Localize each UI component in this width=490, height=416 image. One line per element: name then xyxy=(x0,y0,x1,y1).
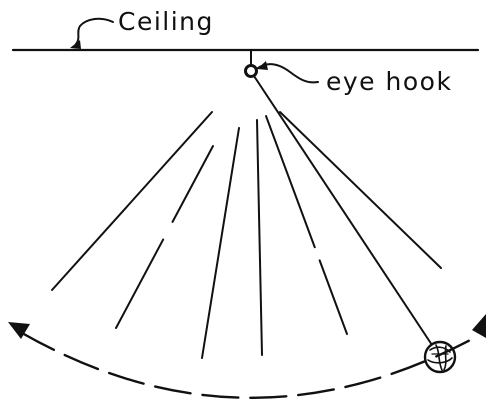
eye-hook-ring xyxy=(246,66,257,77)
swing-line-5 xyxy=(266,116,347,334)
swing-line-2 xyxy=(116,146,213,328)
swing-line-3 xyxy=(202,128,239,358)
swing-arc xyxy=(22,333,474,398)
pendulum-string xyxy=(254,76,432,345)
swing-line-1 xyxy=(52,112,212,290)
swing-line-4 xyxy=(257,120,262,355)
eye-hook-pointer-arrowhead xyxy=(257,61,268,70)
eye-hook-label: eye hook xyxy=(326,67,452,96)
swing-line-6 xyxy=(280,112,441,268)
ceiling-pointer xyxy=(76,19,113,44)
ceiling-label: Ceiling xyxy=(118,7,214,36)
swing-arc-right-arrowhead xyxy=(472,314,486,338)
pendulum-bob xyxy=(425,342,455,372)
pendulum-positions xyxy=(52,112,441,358)
ceiling-pointer-arrowhead xyxy=(70,40,81,49)
